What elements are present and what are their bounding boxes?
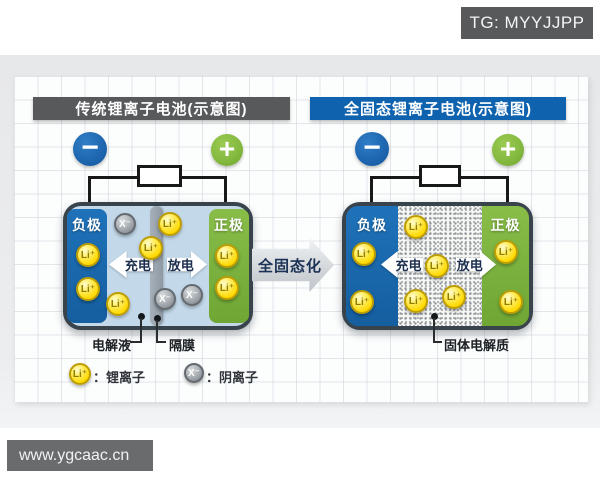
legend-lithium-label: ：锂离子 — [93, 370, 146, 385]
right-discharge-arrow: 放电 — [456, 251, 496, 278]
lithium-ion: Li⁺ — [494, 240, 518, 264]
left-negative-electrode-label: 负极 — [72, 217, 102, 233]
lithium-ion: Li⁺ — [425, 254, 449, 278]
lithium-ion: Li⁺ — [350, 290, 374, 314]
right-negative-electrode-label: 负极 — [357, 217, 387, 233]
charge-label: 充电 — [395, 258, 422, 273]
electrolyte-callout-dot — [138, 313, 145, 320]
right-circuit-wire-down-left — [370, 176, 373, 206]
diagram-stage: 传统锂离子电池(示意图) 全固态锂离子电池(示意图) − + − + 负极 正极… — [0, 55, 600, 428]
legend-anion-icon: X⁻ — [184, 363, 204, 383]
left-negative-terminal-icon: − — [73, 132, 107, 166]
transform-arrow-label: 全固态化 — [257, 257, 322, 275]
lithium-ion: Li⁺ — [106, 292, 130, 316]
site-watermark: www.ygcaac.cn — [7, 440, 153, 471]
lithium-ion: Li⁺ — [499, 290, 523, 314]
electrolyte-callout-line — [130, 341, 141, 343]
anion: X⁻ — [181, 284, 203, 306]
legend-anion-label: ：阴离子 — [206, 370, 259, 385]
right-positive-electrode-label: 正极 — [490, 217, 521, 233]
lithium-ion: Li⁺ — [158, 212, 182, 236]
right-circuit-wire-down-right — [506, 176, 509, 206]
left-load-resistor — [137, 165, 182, 187]
left-circuit-wire-down-right — [224, 176, 227, 206]
separator-label: 隔膜 — [169, 338, 196, 353]
electrolyte-callout-line — [140, 318, 142, 343]
right-negative-terminal-icon: − — [355, 132, 389, 166]
lithium-ion: Li⁺ — [139, 236, 163, 260]
right-charge-arrow: 充电 — [381, 251, 423, 278]
discharge-label: 放电 — [456, 258, 483, 273]
left-positive-electrode-label: 正极 — [214, 217, 244, 233]
lithium-ion: Li⁺ — [215, 276, 239, 300]
solid-electrolyte-callout-line — [435, 341, 442, 343]
right-title: 全固态锂离子电池(示意图) — [310, 97, 566, 120]
left-circuit-wire-down-left — [88, 176, 91, 206]
lithium-ion: Li⁺ — [442, 285, 466, 309]
lithium-ion: Li⁺ — [76, 277, 100, 301]
lithium-ion: Li⁺ — [215, 244, 239, 268]
solid-state-battery-cell: 负极 正极 充电 放电 Li⁺ Li⁺ Li⁺ Li⁺ Li⁺ Li⁺ Li⁺ … — [342, 202, 533, 330]
legend-lithium-ion-icon: Li⁺ — [69, 363, 91, 385]
separator-callout-line — [156, 320, 158, 343]
lithium-ion: Li⁺ — [404, 215, 428, 239]
right-positive-terminal-icon: + — [492, 134, 524, 166]
discharge-label: 放电 — [167, 258, 194, 273]
left-positive-terminal-icon: + — [211, 134, 243, 166]
left-title: 传统锂离子电池(示意图) — [33, 97, 290, 120]
lithium-ion: Li⁺ — [352, 242, 376, 266]
charge-label: 充电 — [124, 258, 151, 273]
electrolyte-label: 电解液 — [92, 338, 132, 353]
transform-arrow: 全固态化 — [252, 238, 334, 292]
lithium-ion: Li⁺ — [404, 289, 428, 313]
liquid-battery-cell: 负极 正极 充电 放电 Li⁺ Li⁺ Li⁺ Li⁺ Li⁺ Li⁺ Li⁺ … — [63, 202, 253, 330]
separator-callout-dot — [154, 315, 161, 322]
solid-electrolyte-callout-dot — [431, 313, 438, 320]
solid-electrolyte-callout-line — [433, 318, 435, 343]
left-discharge-arrow: 放电 — [167, 251, 207, 278]
right-load-resistor — [419, 165, 461, 187]
anion: X⁻ — [114, 213, 136, 235]
solid-electrolyte-label: 固体电解质 — [444, 338, 510, 353]
lithium-ion: Li⁺ — [76, 243, 100, 267]
separator-callout-line — [156, 341, 166, 343]
tg-watermark: TG: MYYJJPP — [461, 7, 593, 39]
anion: X⁻ — [154, 288, 176, 310]
